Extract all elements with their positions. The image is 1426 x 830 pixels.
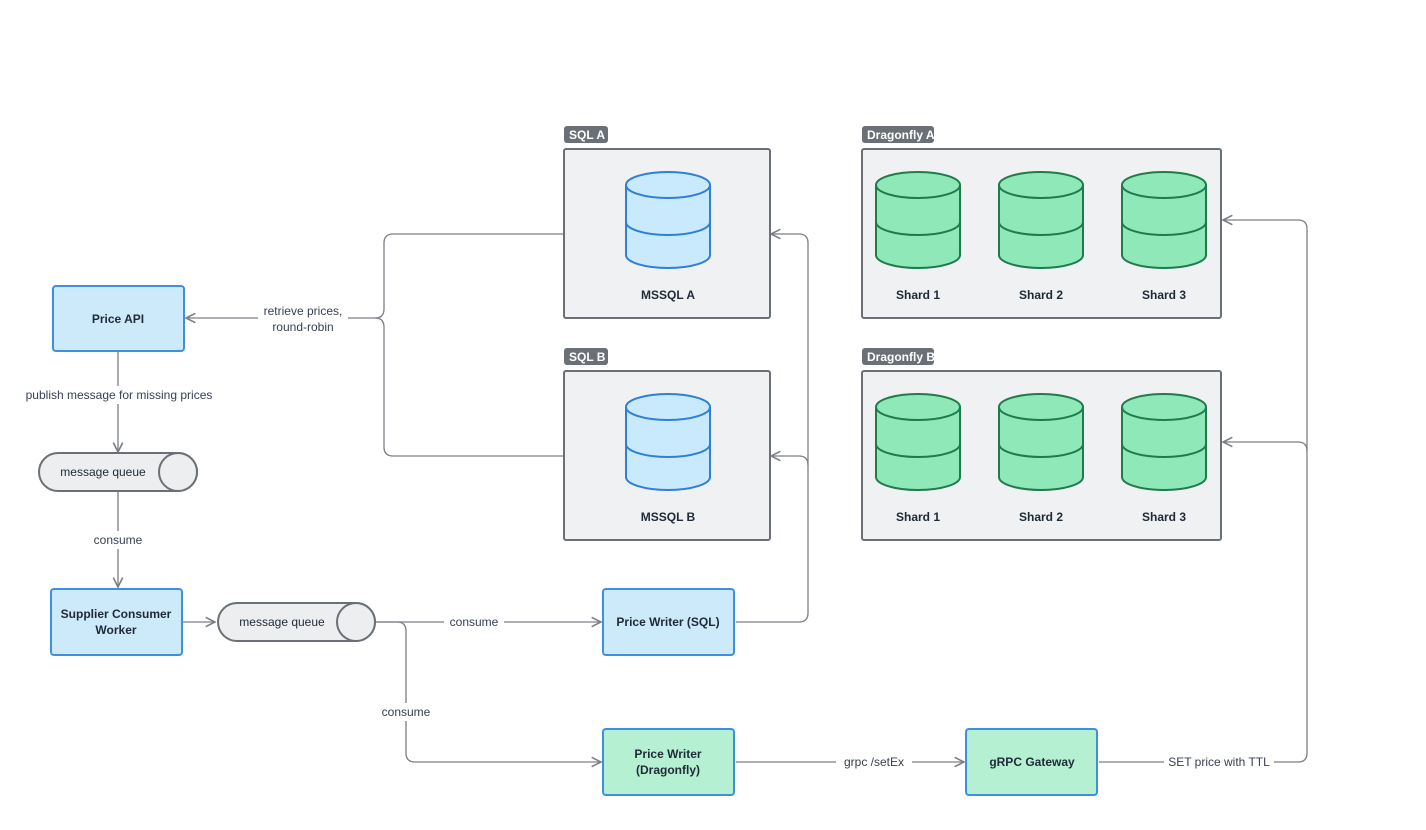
message-queue-1-label: message queue [60,465,146,479]
dragonfly-a-shard-2-icon [998,171,1084,269]
edge-label-grpc: grpc /setEx [844,755,904,769]
edge-price-writer-sql-trunk [736,234,809,623]
dragonfly-a-tag: Dragonfly A [867,128,935,142]
message-queue-2: message queue [217,602,376,642]
message-queue-2-label: message queue [239,615,325,629]
price-api-node: Price API [52,285,185,352]
sql-a-tag: SQL A [569,128,605,142]
edge-label-publish: publish message for missing prices [26,388,213,402]
dragonfly-a-group: Dragonfly A Shard 1 Shard 2 Shard 3 [861,126,1222,319]
price-writer-sql-node: Price Writer (SQL) [602,588,735,656]
edge-sql-a-to-merge [374,233,564,319]
dragonfly-b-shard-2-icon [998,393,1084,491]
price-api-label: Price API [92,312,144,326]
dragonfly-b-shard-3-label: Shard 3 [1142,510,1186,524]
price-writer-dragonfly-label-1: Price Writer [634,747,701,761]
mssql-a-label: MSSQL A [641,288,695,302]
price-writer-dragonfly-label-2: (Dragonfly) [636,763,700,777]
dragonfly-b-shard-3-icon [1121,393,1207,491]
grpc-gateway-label: gRPC Gateway [989,755,1075,769]
edge-price-writer-sql-to-sql-b [771,456,809,466]
edge-sql-b-to-merge [374,317,564,457]
message-queue-1: message queue [38,452,198,492]
dragonfly-b-group: Dragonfly B Shard 1 Shard 2 Shard 3 [861,348,1222,541]
sql-a-group: SQL A MSSQL A [563,126,771,319]
edge-label-consume-sql: consume [450,615,499,629]
mssql-b-database-icon [625,393,711,491]
edge-label-consume-1: consume [94,533,143,547]
dragonfly-b-shard-2-label: Shard 2 [1019,510,1063,524]
edge-label-set-price: SET price with TTL [1168,755,1270,769]
dragonfly-a-shard-1-label: Shard 1 [896,288,940,302]
dragonfly-a-shard-3-label: Shard 3 [1142,288,1186,302]
supplier-consumer-worker-node: Supplier Consumer Worker [50,588,183,656]
dragonfly-a-shard-2-label: Shard 2 [1019,288,1063,302]
mssql-b-label: MSSQL B [641,510,696,524]
price-writer-sql-label: Price Writer (SQL) [616,615,719,629]
edge-label-retrieve-2: round-robin [272,320,333,334]
dragonfly-a-shard-1-icon [875,171,961,269]
dragonfly-b-tag: Dragonfly B [867,350,935,364]
supplier-worker-label-1: Supplier Consumer [61,607,172,621]
edge-label-consume-dragonfly: consume [382,705,431,719]
edge-queue-to-price-writer-dragonfly [376,621,601,762]
price-writer-dragonfly-node: Price Writer (Dragonfly) [602,728,735,796]
dragonfly-b-shard-1-icon [875,393,961,491]
dragonfly-b-shard-1-label: Shard 1 [896,510,940,524]
edge-grpc-to-dragonfly-trunk [1099,220,1308,763]
sql-b-tag: SQL B [569,350,606,364]
mssql-a-database-icon [625,171,711,269]
edge-label-retrieve-1: retrieve prices, [264,304,343,318]
edge-grpc-to-dragonfly-b [1223,442,1308,452]
dragonfly-a-shard-3-icon [1121,171,1207,269]
grpc-gateway-node: gRPC Gateway [965,728,1098,796]
sql-b-group: SQL B MSSQL B [563,348,771,541]
supplier-worker-label-2: Worker [95,623,136,637]
